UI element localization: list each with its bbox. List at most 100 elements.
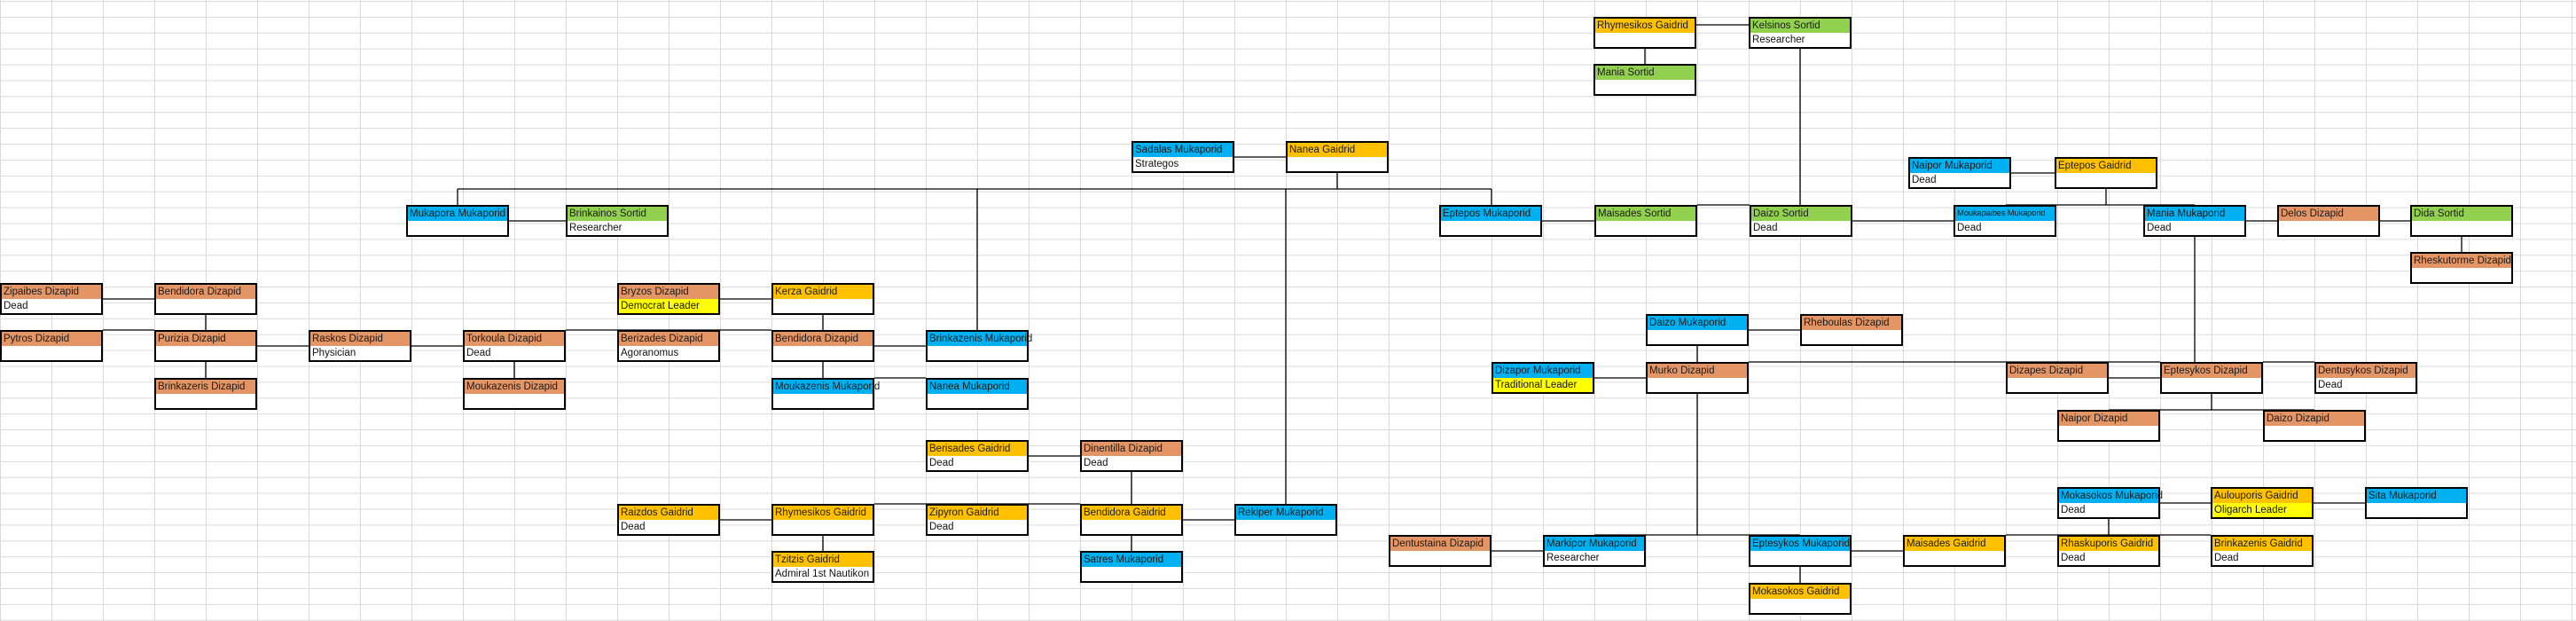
person-role[interactable] bbox=[1082, 520, 1181, 534]
person-role[interactable]: Dead bbox=[1912, 175, 1937, 185]
person-name[interactable]: Berizades Dizapid bbox=[619, 332, 718, 346]
person-card[interactable]: Maisades Sortid bbox=[1594, 205, 1697, 237]
person-role[interactable] bbox=[1595, 33, 1695, 47]
person-card[interactable]: Naipor Dizapid bbox=[2057, 410, 2160, 442]
person-name[interactable]: Raizdos Gaidrid bbox=[619, 506, 718, 520]
person-name[interactable]: Torkoula Dizapid bbox=[465, 332, 564, 346]
person-card[interactable]: Rheskutorme Dizapid bbox=[2410, 252, 2513, 284]
person-role[interactable]: Dead bbox=[1084, 458, 1108, 468]
person-name[interactable]: Satres Mukaporid bbox=[1082, 553, 1181, 567]
person-card[interactable]: Daizo Dizapid bbox=[2263, 410, 2366, 442]
person-name[interactable]: Daizo Dizapid bbox=[2265, 412, 2364, 426]
person-role[interactable] bbox=[2162, 378, 2261, 392]
person-card[interactable]: Rhymesikos Gaidrid bbox=[1593, 17, 1696, 49]
person-card[interactable]: Brinkazeris Dizapid bbox=[154, 378, 257, 410]
person-role[interactable] bbox=[928, 394, 1027, 408]
person-card[interactable]: Nanea Gaidrid bbox=[1286, 141, 1389, 173]
person-card[interactable]: Rheboulas Dizapid bbox=[1800, 314, 1903, 346]
person-role[interactable] bbox=[1390, 551, 1490, 565]
person-name[interactable]: Mania Mukaporid bbox=[2145, 207, 2244, 221]
person-role[interactable] bbox=[2056, 173, 2156, 187]
person-role[interactable]: Dead bbox=[929, 522, 954, 532]
person-role[interactable]: Dead bbox=[1957, 223, 1982, 233]
person-card[interactable]: Bendidora Dizapid bbox=[154, 283, 257, 315]
person-role[interactable] bbox=[156, 394, 255, 408]
person-role[interactable]: Democrat Leader bbox=[619, 299, 718, 313]
person-role[interactable]: Dead bbox=[2147, 223, 2172, 233]
person-role[interactable] bbox=[928, 346, 1027, 360]
person-name[interactable]: Raskos Dizapid bbox=[310, 332, 410, 346]
person-card[interactable]: Dida Sortid bbox=[2410, 205, 2513, 237]
person-card[interactable]: Pytros Dizapid bbox=[0, 330, 103, 362]
person-card[interactable]: Dizapes Dizapid bbox=[2006, 362, 2109, 394]
person-name[interactable]: Mukapora Mukaporid bbox=[408, 207, 507, 221]
person-name[interactable]: Bendidora Gaidrid bbox=[1082, 506, 1181, 520]
person-role[interactable] bbox=[773, 394, 873, 408]
person-role[interactable] bbox=[1595, 80, 1695, 94]
person-name[interactable]: Dizapor Mukaporid bbox=[1493, 364, 1593, 378]
person-name[interactable]: Kelsinos Sortid bbox=[1750, 19, 1850, 33]
person-name[interactable]: Dida Sortid bbox=[2412, 207, 2511, 221]
person-card[interactable]: Delos Dizapid bbox=[2277, 205, 2380, 237]
person-name[interactable]: Daizo Sortid bbox=[1751, 207, 1851, 221]
person-card[interactable]: Kerza Gaidrid bbox=[771, 283, 874, 315]
person-role[interactable] bbox=[1648, 378, 1747, 392]
person-role[interactable]: Strategos bbox=[1135, 159, 1179, 169]
person-role[interactable] bbox=[1288, 157, 1387, 171]
person-name[interactable]: Aulouporis Gaidrid bbox=[2212, 489, 2312, 503]
person-card[interactable]: Dentustaina Dizapid bbox=[1389, 535, 1492, 567]
person-card[interactable]: Purizia Dizapid bbox=[154, 330, 257, 362]
person-role[interactable]: Dead bbox=[929, 458, 954, 468]
person-role[interactable] bbox=[773, 520, 873, 534]
person-name[interactable]: Eptesykos Dizapid bbox=[2162, 364, 2261, 378]
person-role[interactable] bbox=[1750, 551, 1850, 565]
person-name[interactable]: Mania Sortid bbox=[1595, 66, 1695, 80]
person-card[interactable]: Mukapora Mukaporid bbox=[406, 205, 509, 237]
person-name[interactable]: Zipyron Gaidrid bbox=[928, 506, 1027, 520]
person-card[interactable]: Bendidora Gaidrid bbox=[1080, 504, 1183, 536]
person-name[interactable]: Rheskutorme Dizapid bbox=[2412, 254, 2511, 268]
person-role[interactable]: Dead bbox=[2061, 505, 2086, 515]
person-role[interactable]: Dead bbox=[2061, 553, 2086, 563]
person-name[interactable]: Rhymesikos Gaidrid bbox=[1595, 19, 1695, 33]
person-card[interactable]: Nanea Mukaporid bbox=[926, 378, 1029, 410]
person-role[interactable]: Admiral 1st Nautikon bbox=[775, 569, 870, 579]
person-role[interactable] bbox=[1441, 221, 1540, 235]
person-name[interactable]: Naipor Mukaporid bbox=[1910, 159, 2009, 173]
person-name[interactable]: Dentusykos Dizapid bbox=[2316, 364, 2415, 378]
person-name[interactable]: Nanea Mukaporid bbox=[928, 380, 1027, 394]
person-role[interactable] bbox=[2367, 503, 2466, 517]
person-name[interactable]: Dinentilla Dizapid bbox=[1082, 442, 1181, 456]
person-name[interactable]: Murko Dizapid bbox=[1648, 364, 1747, 378]
person-card[interactable]: Murko Dizapid bbox=[1646, 362, 1749, 394]
person-role[interactable]: Dead bbox=[2214, 553, 2239, 563]
person-role[interactable]: Dead bbox=[466, 348, 491, 358]
person-name[interactable]: Bendidora Dizapid bbox=[773, 332, 873, 346]
person-name[interactable]: Naipor Dizapid bbox=[2059, 412, 2158, 426]
person-card[interactable]: Mokasokos Gaidrid bbox=[1749, 583, 1852, 615]
person-name[interactable]: Purizia Dizapid bbox=[156, 332, 255, 346]
person-card[interactable]: Moukazenis Dizapid bbox=[463, 378, 566, 410]
person-name[interactable]: Mokasokos Gaidrid bbox=[1750, 585, 1850, 599]
person-name[interactable]: Berisades Gaidrid bbox=[928, 442, 1027, 456]
person-role[interactable] bbox=[2, 346, 101, 360]
person-card[interactable]: Brinkazenis Mukaporid bbox=[926, 330, 1032, 362]
person-role[interactable]: Dead bbox=[2318, 380, 2343, 390]
person-name[interactable]: Eptepos Mukaporid bbox=[1441, 207, 1540, 221]
person-name[interactable]: Rekiper Mukaporid bbox=[1236, 506, 1335, 520]
person-name[interactable]: Dizapes Dizapid bbox=[2008, 364, 2107, 378]
person-name[interactable]: Pytros Dizapid bbox=[2, 332, 101, 346]
person-role[interactable] bbox=[465, 394, 564, 408]
person-role[interactable]: Oligarch Leader bbox=[2212, 503, 2312, 517]
